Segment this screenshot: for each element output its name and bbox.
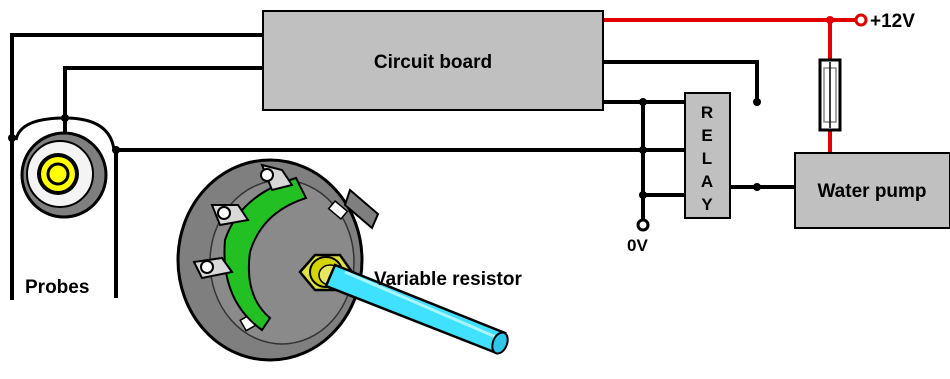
water-pump: Water pump [794,152,950,229]
wire-board-to-relay [603,60,759,102]
supply-junction-dot [826,16,834,24]
supply-wiring [603,18,858,153]
variable-resistor-illustration [176,158,509,362]
junction-dot [639,146,647,154]
junction-dot [639,191,647,199]
junction-dot [753,183,761,191]
variable-resistor-label: Variable resistor [374,269,522,290]
relay-letter: L [702,149,712,168]
circuit-board: Circuit board [262,10,604,111]
junction-dots [8,98,761,199]
fuse [818,58,842,132]
supply-positive-terminal [854,13,868,27]
relay-letter: Y [701,195,713,214]
circuit-board-label: Circuit board [374,52,492,73]
wire-probe-mid-to-board [63,66,263,138]
junction-dot [639,98,647,106]
relay-letter: E [701,126,712,145]
relay-letter: R [701,103,713,122]
supply-ground-label: 0V [627,236,648,255]
supply-positive-label: +12V [870,11,915,32]
relay: R E L A Y [684,92,731,219]
junction-dot [753,98,761,106]
relay-letter: A [701,172,713,191]
junction-dot [8,134,16,142]
probe-sensor [14,116,116,219]
water-pump-label: Water pump [817,181,926,202]
ground-terminal [636,218,650,232]
probes-label: Probes [25,277,89,298]
